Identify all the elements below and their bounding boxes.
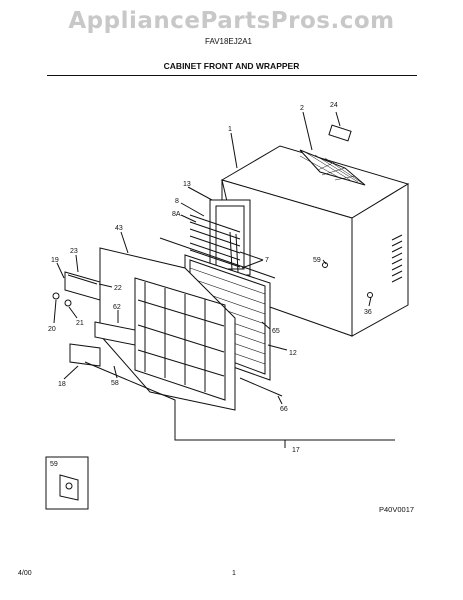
top-label-part-2	[299, 149, 366, 186]
callout-65: 65	[272, 328, 280, 335]
callout-36: 36	[364, 309, 372, 316]
assembly-bracket-17	[84, 361, 395, 441]
model-number: FAV18EJ2A1	[205, 37, 252, 46]
label-plate-24	[328, 124, 352, 142]
drawing-code: P40V0017	[379, 505, 415, 514]
callout-58: 58	[111, 380, 119, 387]
bracket-62	[94, 321, 136, 346]
callout-43: 43	[115, 225, 123, 232]
callout-19: 19	[51, 257, 59, 264]
callout-21: 21	[76, 320, 84, 327]
callout-2: 2	[300, 105, 304, 112]
callout-12: 12	[289, 350, 297, 357]
watermark: AppliancePartsPros.com	[68, 8, 395, 34]
callout-8: 8	[175, 198, 179, 205]
callout-66: 66	[280, 406, 288, 413]
callout-59: 59	[313, 257, 321, 264]
callout-24: 24	[330, 102, 338, 109]
callout-62: 62	[113, 304, 121, 311]
callout-13: 13	[183, 181, 191, 188]
inset-callout-59: 59	[50, 461, 58, 468]
callout-22: 22	[114, 285, 122, 292]
callout-1: 1	[228, 126, 232, 133]
callout-20: 20	[48, 326, 56, 333]
footer-page: 1	[232, 570, 236, 577]
inset-box	[45, 456, 89, 510]
screw-36	[367, 292, 373, 298]
title-rule	[47, 75, 417, 76]
control-panel-23	[52, 271, 101, 307]
strip-66	[239, 377, 283, 397]
callout-8a: 8A	[172, 211, 181, 218]
door-18	[69, 343, 101, 367]
callout-23: 23	[70, 248, 78, 255]
callout-18: 18	[58, 381, 66, 388]
gasket-strip-12	[159, 237, 276, 279]
section-title: CABINET FRONT AND WRAPPER	[163, 61, 300, 71]
footer-date: 4/00	[18, 570, 32, 577]
callout-17: 17	[292, 447, 300, 454]
callout-7: 7	[265, 257, 269, 264]
